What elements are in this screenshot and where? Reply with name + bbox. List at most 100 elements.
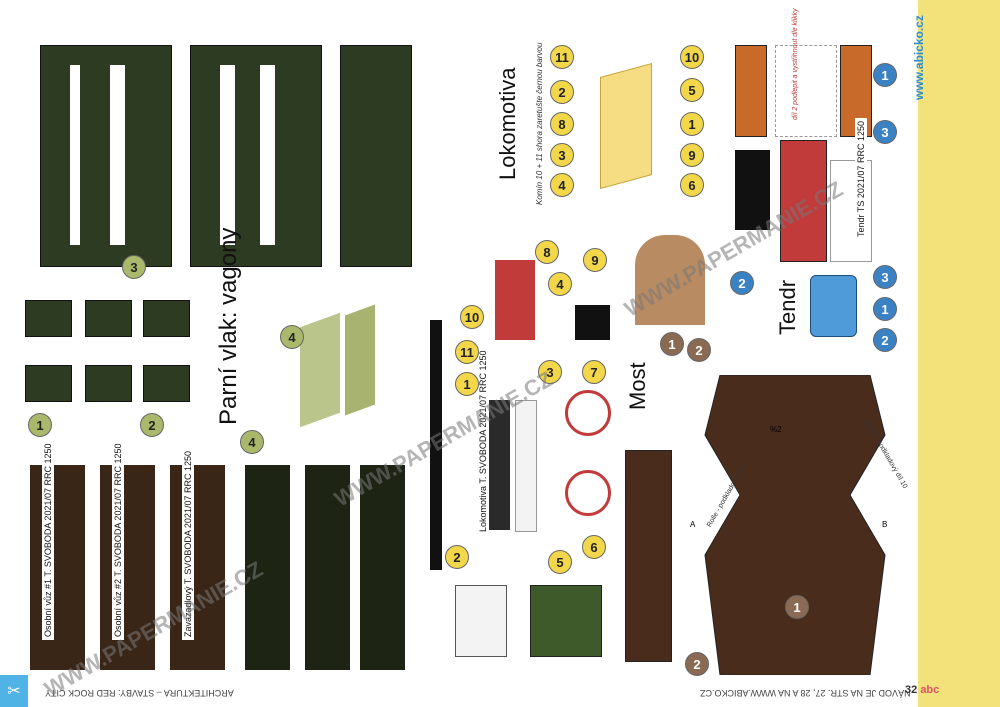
step-number: 10	[680, 45, 704, 69]
tender-floor	[775, 45, 837, 137]
wagon-model-part	[300, 312, 340, 428]
wagon-roof-strip	[110, 65, 125, 245]
loco-label-rr: RRC	[478, 373, 488, 393]
website-text: www.abicko.cz	[912, 15, 926, 100]
step-number: 2	[550, 80, 574, 104]
loco-boiler	[515, 400, 537, 532]
wagon-roof	[245, 465, 290, 670]
wagon-label-code: 2021/07	[43, 488, 53, 521]
bridge-note: %2	[770, 425, 782, 434]
wagon-label-line1: Osobní vůz #2	[113, 578, 123, 637]
step-number: 3	[122, 255, 146, 279]
wagon-label-code: 2021/07	[183, 495, 193, 529]
bridge-model-part	[635, 235, 705, 325]
wagon-label-num: 1250	[43, 443, 53, 464]
tender-model-illustration	[810, 275, 857, 337]
bridge-arch	[700, 374, 890, 676]
loco-label: Lokomotiva T. SVOBODA 2021/07 RRC 1250	[477, 347, 489, 535]
step-number: 8	[550, 112, 574, 136]
wagon-label-line2: T. SVOBODA	[113, 523, 123, 577]
bridge-model-illustration	[635, 235, 705, 325]
step-number: 1	[785, 595, 809, 619]
wagon-end	[25, 365, 72, 402]
step-number: 6	[680, 173, 704, 197]
step-number: 2	[685, 652, 709, 676]
step-number: 10	[460, 305, 484, 329]
step-number: 2	[873, 328, 897, 352]
step-number: 2	[445, 545, 469, 569]
step-number: 2	[140, 413, 164, 437]
wagon-end	[25, 300, 72, 337]
logo-text: abc	[920, 684, 940, 696]
loco-title: Lokomotiva	[495, 67, 520, 180]
wagon-sides-group	[30, 25, 412, 275]
step-number: 4	[550, 173, 574, 197]
step-number: 5	[680, 78, 704, 102]
tender-label-code: 2021/07	[856, 165, 866, 199]
page-number-text: 32	[905, 684, 918, 696]
scissors-icon: ✂	[0, 675, 28, 707]
step-number: 4	[280, 325, 304, 349]
loco-bottom-parts	[445, 575, 605, 670]
step-number: 7	[582, 360, 606, 384]
footer-left-text: ARCHITEKTURA – STAVBY: RED ROCK CITY	[45, 688, 234, 698]
step-number: 6	[582, 535, 606, 559]
wagon-label-num: 1250	[113, 443, 123, 464]
loco-part	[530, 585, 602, 657]
bridge-note: B	[882, 520, 888, 529]
tender-note: díl 2 podlepit a vystřihnout dle klikky	[792, 8, 799, 120]
wagon-label-2: Osobní vůz #2 T. SVOBODA 2021/07 RRC 125…	[112, 440, 124, 640]
loco-model-illustration	[590, 60, 670, 189]
wheel	[565, 390, 611, 436]
wagon-floor	[170, 465, 225, 670]
wagon-roof-strip	[220, 65, 235, 245]
loco-note: Komín 10 + 11 shora zaretušte černou bar…	[535, 42, 544, 205]
wagon-side-1	[40, 45, 172, 267]
step-number: 5	[548, 550, 572, 574]
loco-chimney-strip	[430, 320, 442, 570]
wagon-label-line1: Osobní vůz #1	[43, 578, 53, 637]
wagon-floor	[100, 465, 155, 670]
wagon-end	[143, 365, 190, 402]
footer-right-text: NÁVOD JE NA STR. 27, 28 A NA WWW.ABICKO.…	[700, 688, 911, 698]
step-number: 3	[550, 143, 574, 167]
wagon-side-2	[190, 45, 322, 267]
step-number: 1	[873, 297, 897, 321]
wagon-ends-group	[25, 290, 195, 410]
bridge-note: A	[690, 520, 696, 529]
wagon-model-illustration	[290, 300, 410, 428]
wagon-floors-group	[30, 445, 410, 675]
loco-label-num: 1250	[478, 350, 488, 371]
page-number: 32 abc	[905, 684, 939, 696]
step-number: 2	[730, 271, 754, 295]
step-number: 9	[583, 248, 607, 272]
wagon-roof-strip	[70, 65, 80, 245]
step-number: 4	[548, 272, 572, 296]
step-number: 11	[455, 340, 479, 364]
loco-wheels	[560, 390, 611, 520]
tender-top-parts	[730, 25, 872, 145]
tender-label-line1: Tendr	[856, 214, 866, 237]
loco-part	[455, 585, 507, 657]
step-number: 3	[873, 265, 897, 289]
bridge-arch-svg	[704, 374, 886, 676]
wagon-model-part	[345, 304, 375, 416]
step-number: 9	[680, 143, 704, 167]
tender-label: Tendr TS 2021/07 RRC 1250	[855, 118, 867, 240]
step-number: 2	[687, 338, 711, 362]
tender-body	[780, 140, 827, 262]
wagon-label-code: 2021/07	[113, 488, 123, 521]
wagon-roof	[305, 465, 350, 670]
wagon-label-1: Osobní vůz #1 T. SVOBODA 2021/07 RRC 125…	[42, 440, 54, 640]
wagon-side-3	[340, 45, 412, 267]
wagon-end	[85, 365, 132, 402]
footer: ARCHITEKTURA – STAVBY: RED ROCK CITY NÁV…	[10, 684, 915, 704]
loco-model-part	[600, 63, 652, 189]
wagon-end	[143, 300, 190, 337]
loco-cab	[495, 260, 535, 340]
tender-title: Tendr	[775, 279, 800, 335]
tender-side	[735, 45, 767, 137]
step-number: 1	[455, 372, 479, 396]
wagon-label-line2: T. SVOBODA	[183, 530, 193, 585]
step-number: 3	[538, 360, 562, 384]
